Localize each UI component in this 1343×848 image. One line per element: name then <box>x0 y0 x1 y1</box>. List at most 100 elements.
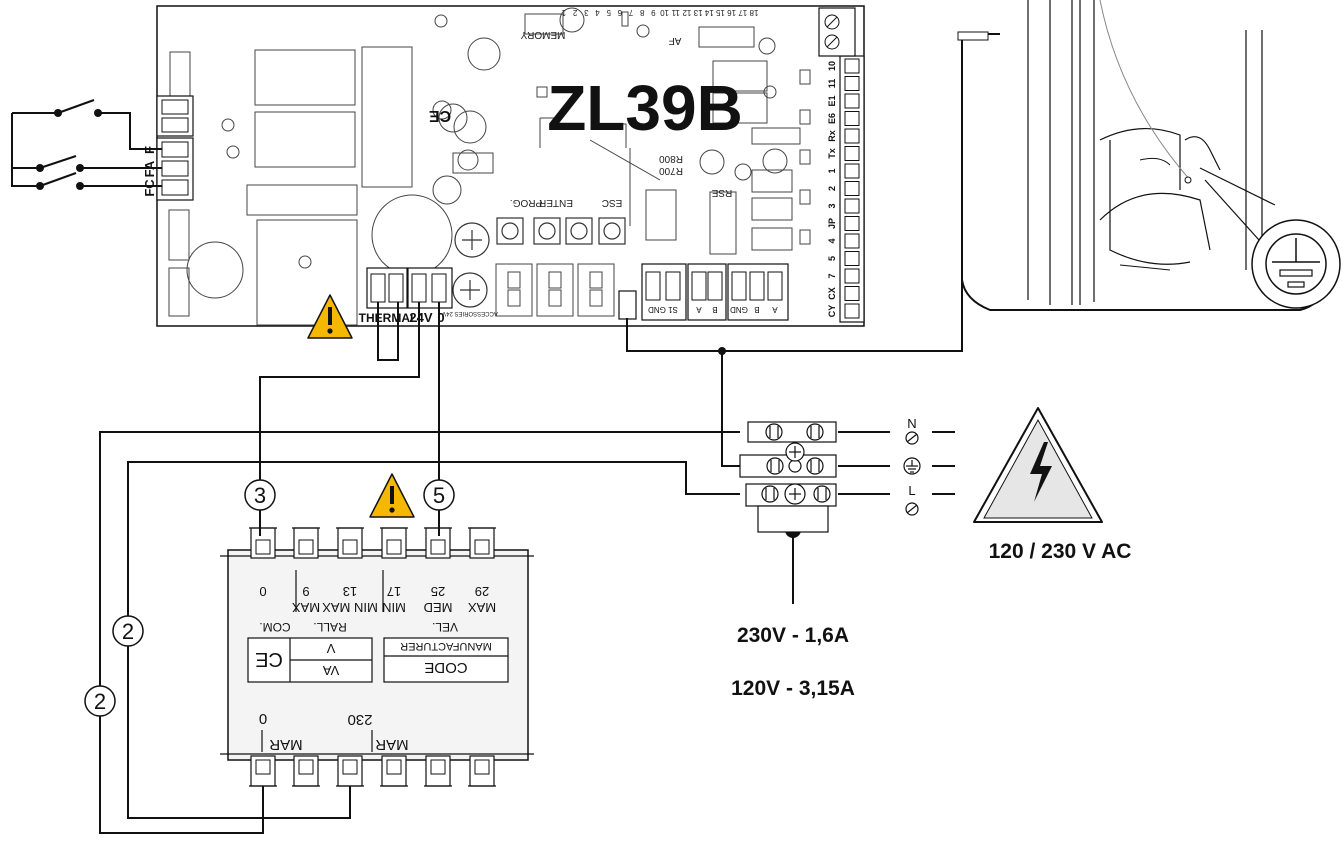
right-terminal-label: JP <box>827 218 837 229</box>
svg-text:2: 2 <box>122 619 134 644</box>
board-terminal-number: 9 <box>651 8 656 17</box>
vel-label: VEL. <box>432 620 458 634</box>
power-terminal-block: THERMAL 24V 0 <box>359 267 453 325</box>
right-terminal-label: 3 <box>827 203 837 208</box>
right-terminal-label: E1 <box>827 95 837 106</box>
esc-label: ESC <box>602 197 623 208</box>
fuse-120v-label: 120V - 3,15A <box>731 677 855 700</box>
mar-label-right: MAR <box>375 736 409 753</box>
thermal-terminal-label: THERMAL <box>359 311 418 325</box>
board-terminal-number: 16 <box>727 8 736 17</box>
serial-gnd-label: GND <box>730 305 748 314</box>
board-terminal-number: 12 <box>682 8 691 17</box>
earth-symbol-icon <box>1265 233 1327 295</box>
rall-label: RALL. <box>313 620 346 634</box>
fuse-230v-label: 230V - 1,6A <box>737 624 849 647</box>
board-ce-mark: CE <box>429 107 452 124</box>
right-terminal-label: 10 <box>827 61 837 71</box>
board-terminal-number: 4 <box>595 8 600 17</box>
board-terminal-number: 1 <box>561 8 566 17</box>
callout-5: 5 <box>423 479 455 511</box>
high-voltage-icon <box>973 407 1103 523</box>
com-label: COM. <box>259 620 290 634</box>
right-terminal-label: 5 <box>827 256 837 261</box>
transformer-tap-label: 13 <box>343 584 357 599</box>
transformer-ce-mark: CE <box>255 648 283 670</box>
accessories-label: ACCESSORIES 24V <box>442 310 498 316</box>
primary-230-label: 230 <box>347 711 372 728</box>
board-terminal-number: 15 <box>715 8 724 17</box>
rse-label: RSE <box>711 187 732 198</box>
top-right-screw-terminal <box>818 7 856 57</box>
transformer-tap-label: MIN <box>382 600 406 615</box>
low-voltage-wires <box>259 302 440 486</box>
board-terminal-number: 10 <box>660 8 669 17</box>
board-terminal-number: 3 <box>584 8 589 17</box>
right-terminal-label: CY <box>827 305 837 318</box>
v-label: V <box>326 641 335 656</box>
serial-terminal-blocks: S1 GND A B GND B A <box>641 263 789 321</box>
mar-label-left: MAR <box>269 736 303 753</box>
board-terminal-number: 14 <box>704 8 713 17</box>
svg-text:5: 5 <box>433 483 445 508</box>
thermal-jumper <box>377 302 399 361</box>
board-model-label: ZL39B <box>547 72 743 144</box>
transformer-tap-label: MIN MAX <box>322 600 378 615</box>
r700-label: R700 <box>659 165 683 176</box>
terminal-0-label: 0 <box>437 310 444 325</box>
right-terminal-label: Tx <box>827 148 837 159</box>
manufacturer-label: MANUFACTURER <box>400 640 492 652</box>
transformer-tap-label: 25 <box>431 584 445 599</box>
serial-s1gnd-label: S1 GND <box>648 305 678 314</box>
board-terminal-number: 11 <box>671 8 680 17</box>
prog-label: PROG. <box>510 197 542 208</box>
mains-symbols: N L <box>903 416 921 516</box>
right-terminal-label: Rx <box>827 130 837 142</box>
neutral-label: N <box>907 416 916 431</box>
r800-label: R800 <box>659 153 683 164</box>
enter-label: ENTER <box>539 197 573 208</box>
transformer-tap-label: MAX <box>292 600 321 615</box>
serial-a1-label: A <box>696 305 702 314</box>
callout-2-upper: 2 <box>112 615 144 647</box>
svg-text:2: 2 <box>94 689 106 714</box>
code-label: CODE <box>424 659 467 676</box>
transformer-tap-label: MAX <box>468 600 497 615</box>
board-terminal-number: 8 <box>639 8 644 17</box>
right-terminal-label: CX <box>827 287 837 300</box>
mains-terminal-block <box>739 421 837 533</box>
serial-b1-label: B <box>712 305 717 314</box>
transformer-tap-label: 17 <box>387 584 401 599</box>
control-board: ZL39B MEMORY AF CE PROG. ENTER ESC RSE R… <box>142 5 865 327</box>
memory-label: MEMORY <box>520 29 565 40</box>
board-terminal-number: 18 <box>749 8 758 17</box>
right-terminal-label: 11 <box>827 79 837 89</box>
callout-2-lower: 2 <box>84 685 116 717</box>
svg-text:3: 3 <box>254 483 266 508</box>
right-terminal-label: 2 <box>827 186 837 191</box>
transformer-tap-label: 9 <box>302 584 309 599</box>
earth-icon <box>903 457 921 475</box>
right-terminal-label: 7 <box>827 273 837 278</box>
transformer-tap-label: 0 <box>259 584 266 599</box>
board-terminal-number: 7 <box>628 8 633 17</box>
mains-voltage-label: 120 / 230 V AC <box>989 540 1132 563</box>
gate-post-drawing <box>957 0 1341 311</box>
limit-switch-wiring <box>11 99 162 187</box>
board-terminal-number: 5 <box>606 8 611 17</box>
board-terminal-number: 17 <box>738 8 747 17</box>
callout-3: 3 <box>244 479 276 511</box>
board-terminal-number: 2 <box>572 8 577 17</box>
line-label: L <box>908 483 915 498</box>
terminal-24v-label: 24V <box>409 310 432 325</box>
warning-icon <box>307 294 353 339</box>
right-terminal-label: E6 <box>827 113 837 124</box>
right-terminal-label: 1 <box>827 168 837 173</box>
primary-0-label: 0 <box>259 711 267 728</box>
serial-b2-label: B <box>754 305 759 314</box>
transformer-tap-label: 29 <box>475 584 489 599</box>
